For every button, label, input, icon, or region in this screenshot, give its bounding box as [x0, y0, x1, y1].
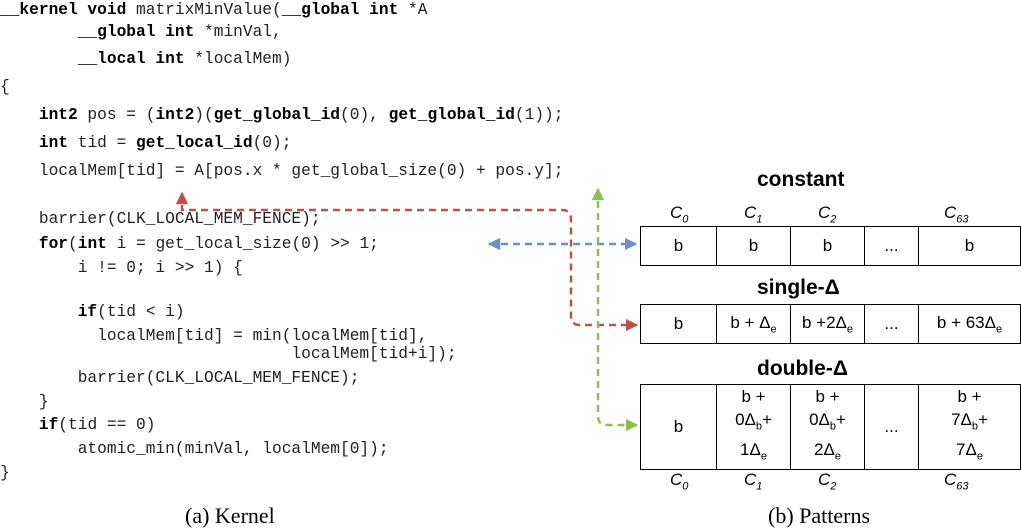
code-text: (tid == 0): [58, 416, 156, 434]
code-line: __kernel void matrixMinValue(__global in…: [0, 0, 427, 20]
code-keyword: __kernel void: [0, 1, 127, 19]
constant-cell-c63: b: [918, 226, 1021, 266]
code-text: *A: [398, 1, 428, 19]
code-text: tid =: [68, 134, 137, 152]
code-text: barrier(CLK_LOCAL_MEM_FENCE);: [0, 369, 360, 387]
code-line: localMem[tid+i]);: [0, 344, 457, 364]
code-text: *localMem): [184, 50, 292, 68]
single-delta-title: single-Δ: [757, 276, 840, 299]
constant-cell-ellipsis: ...: [864, 226, 919, 266]
constant-cell-c2: b: [790, 226, 865, 266]
single-delta-cell-c0: b: [640, 304, 717, 344]
code-text: {: [0, 78, 10, 96]
double-delta-pattern-row: b b +0Δb+1Δe b +0Δb+2Δe ... b +7Δb+7Δe: [640, 384, 1021, 470]
code-keyword: int2: [155, 106, 195, 124]
column-label-bottom-c63: C63: [944, 470, 969, 493]
column-label-top-c0: C0: [670, 203, 689, 226]
single-delta-cell-c63: b + 63Δe: [918, 304, 1021, 344]
single-delta-cells: b b + Δe b +2Δe ... b + 63Δe: [640, 304, 1021, 344]
code-text: matrixMinValue(: [126, 1, 282, 19]
code-text: }: [0, 393, 49, 411]
double-delta-cell-c63: b +7Δb+7Δe: [918, 384, 1021, 470]
code-keyword: get_local_id: [136, 134, 253, 152]
column-label-top-c2: C2: [818, 203, 837, 226]
code-text: *minVal,: [194, 23, 282, 41]
code-text: atomic_min(minVal, localMem[0]);: [0, 440, 389, 458]
green-dashed-arrow: [591, 187, 639, 432]
code-text: (0);: [252, 134, 292, 152]
code-keyword: if: [38, 416, 59, 434]
code-keyword: __global int: [281, 1, 399, 19]
constant-cell-c0: b: [640, 226, 717, 266]
code-line: }: [0, 463, 10, 483]
code-keyword: int2: [38, 106, 78, 124]
single-delta-cell-c1: b + Δe: [716, 304, 791, 344]
patterns-caption: (b) Patterns: [768, 503, 871, 528]
code-line: localMem[tid] = A[pos.x * get_global_siz…: [0, 161, 564, 181]
double-delta-cell-c2: b +0Δb+2Δe: [790, 384, 865, 470]
code-line: {: [0, 77, 10, 97]
red-dashed-arrow: [175, 191, 639, 332]
constant-cells: b b b ... b: [640, 226, 1021, 266]
constant-cell-c1: b: [716, 226, 791, 266]
code-keyword: int: [38, 134, 69, 152]
code-text: localMem[tid] = A[pos.x * get_global_siz…: [0, 162, 564, 180]
code-text: (: [68, 235, 78, 253]
double-delta-cells: b b +0Δb+1Δe b +0Δb+2Δe ... b +7Δb+7Δe: [640, 384, 1021, 470]
code-text: localMem[tid] = min(localMem[tid],: [0, 327, 428, 345]
code-line: int2 pos = (int2)(get_global_id(0), get_…: [0, 105, 564, 125]
column-label-bottom-c1: C1: [744, 470, 763, 493]
code-keyword: for: [38, 235, 69, 253]
code-keyword: __global int: [77, 23, 195, 41]
column-label-bottom-c2: C2: [818, 470, 837, 493]
code-line: localMem[tid] = min(localMem[tid],: [0, 326, 427, 346]
code-keyword: if: [77, 303, 98, 321]
single-delta-cell-ellipsis: ...: [864, 304, 919, 344]
code-keyword: int: [77, 235, 107, 253]
kernel-caption: (a) Kernel: [185, 503, 275, 528]
code-line: }: [0, 392, 49, 412]
code-text: (0),: [340, 106, 389, 124]
code-text: }: [0, 464, 10, 482]
single-delta-cell-c2: b +2Δe: [790, 304, 865, 344]
single-delta-pattern-row: b b + Δe b +2Δe ... b + 63Δe: [640, 304, 1021, 344]
column-label-top-c1: C1: [744, 203, 763, 226]
code-keyword: get_global_id: [213, 106, 341, 124]
code-text: )(: [194, 106, 214, 124]
double-delta-title: double-Δ: [757, 357, 848, 380]
code-line: atomic_min(minVal, localMem[0]);: [0, 439, 389, 459]
code-line: int tid = get_local_id(0);: [0, 133, 292, 153]
code-line: __local int *localMem): [0, 49, 292, 69]
double-delta-cell-ellipsis: ...: [864, 384, 919, 470]
code-text: localMem[tid+i]);: [0, 345, 457, 363]
code-text: pos = (: [77, 106, 156, 124]
column-label-top-c63: C63: [944, 203, 969, 226]
double-delta-cell-c0: b: [640, 384, 717, 470]
code-line: __global int *minVal,: [0, 22, 282, 42]
double-delta-cell-c1: b +0Δb+1Δe: [716, 384, 791, 470]
code-keyword: __local int: [77, 50, 185, 68]
constant-pattern-row: b b b ... b: [640, 226, 1021, 266]
code-keyword: get_global_id: [388, 106, 515, 124]
constant-title: constant: [757, 168, 845, 191]
code-text: (1));: [514, 106, 564, 124]
code-line: if(tid == 0): [0, 415, 156, 435]
column-label-bottom-c0: C0: [670, 470, 689, 493]
code-line: barrier(CLK_LOCAL_MEM_FENCE);: [0, 368, 360, 388]
